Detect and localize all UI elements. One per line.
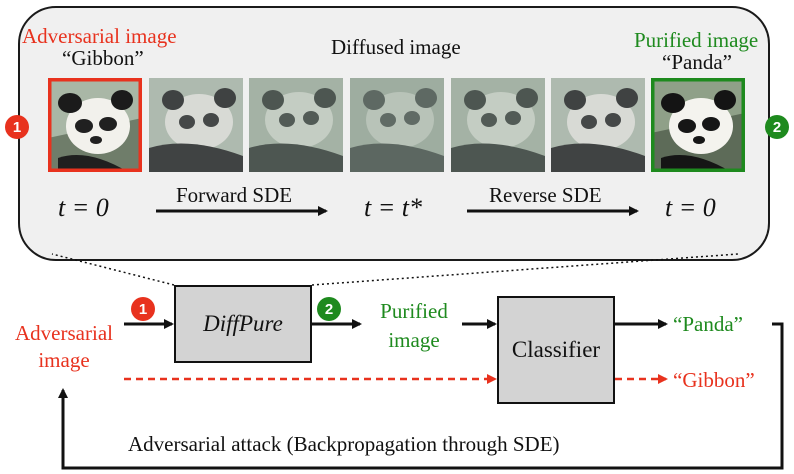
diffused-panda-image-3 [350,78,444,172]
input-label-line1: Adversarial [15,321,113,345]
flow-step-1-badge: 1 [131,297,155,321]
attack-feedback-arrow [58,322,784,470]
purified-image-title: Purified image [634,28,759,52]
time-label-end: t = 0 [665,193,716,222]
flow-step-2-badge: 2 [317,297,341,321]
adversarial-panda-image [48,78,142,172]
diffused-panda-image-4 [451,78,545,172]
adversarial-class-label: “Gibbon” [62,46,144,70]
time-label-start: t = 0 [58,193,109,222]
zoom-line-left [51,253,175,286]
diffused-panda-image-5 [551,78,645,172]
purified-panda-image [651,78,745,172]
reverse-sde-label: Reverse SDE [489,183,602,207]
adversarial-image-title: Adversarial image [22,24,177,48]
panda-output-label: “Panda” [673,312,743,336]
attack-label: Adversarial attack (Backpropagation thro… [128,432,560,456]
time-label-tstar: t = t* [364,193,422,222]
diffused-panda-image-1 [149,78,243,172]
diffpure-box: DiffPure [174,285,312,363]
gibbon-output-label: “Gibbon” [673,368,755,392]
purified-label-line1: Purified [380,299,448,323]
diffused-panda-image-2 [249,78,343,172]
input-label-line2: image [38,348,90,372]
zoom-line-right [311,253,739,286]
diffused-image-title: Diffused image [331,35,461,59]
purified-label-line2: image [388,328,440,352]
step-2-badge: 2 [765,115,789,139]
purified-class-label: “Panda” [662,50,732,74]
forward-sde-label: Forward SDE [176,183,293,207]
classifier-box: Classifier [497,296,615,404]
step-1-badge: 1 [5,115,29,139]
